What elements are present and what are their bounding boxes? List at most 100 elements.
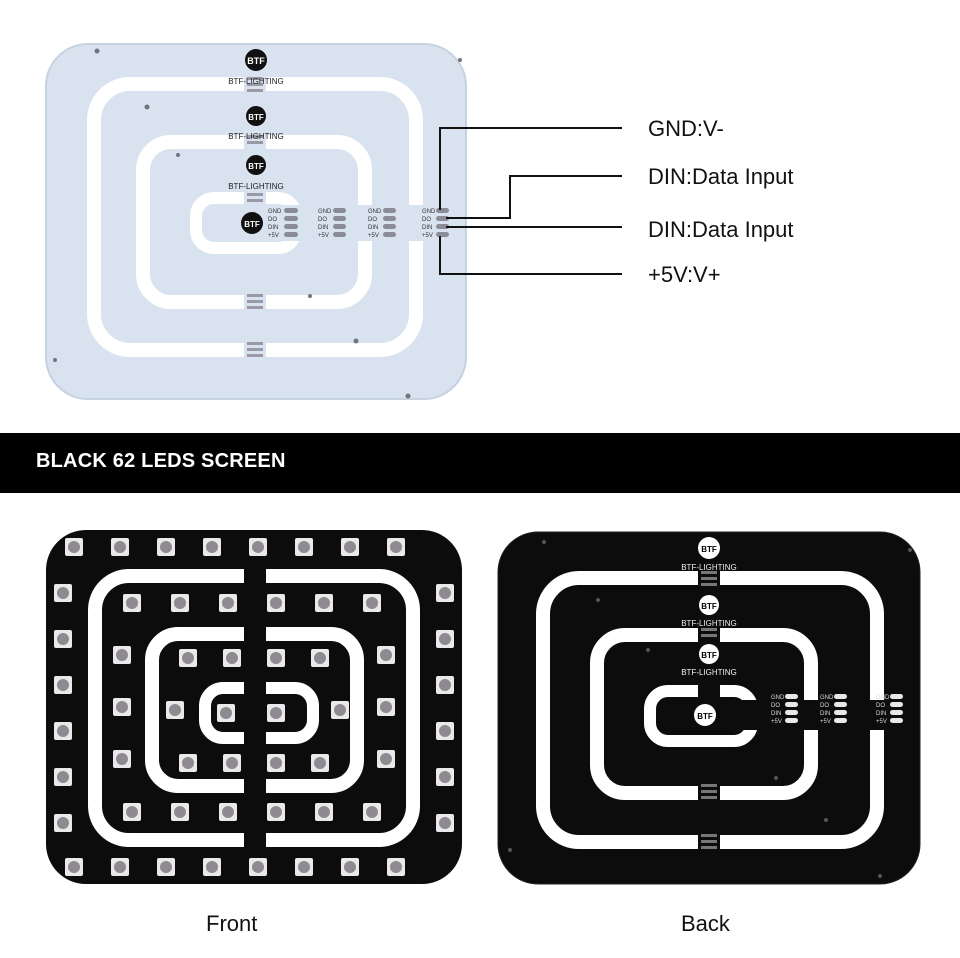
svg-text:GND: GND	[876, 695, 890, 701]
svg-text:+5V: +5V	[422, 233, 433, 239]
led-15	[387, 858, 405, 876]
led-20	[54, 676, 72, 694]
brand-text-1: BTF-LIGHTING	[228, 77, 284, 86]
led-56	[217, 704, 235, 722]
led-50	[179, 754, 197, 772]
led-55	[331, 701, 349, 719]
led-35	[171, 803, 189, 821]
back-brand-logo-2: BTF	[699, 595, 719, 615]
svg-text:BTF: BTF	[701, 602, 717, 611]
svg-text:DIN: DIN	[268, 225, 278, 231]
svg-text:DO: DO	[771, 703, 780, 709]
svg-text:+5V: +5V	[820, 719, 831, 725]
led-17	[436, 584, 454, 602]
led-16	[54, 584, 72, 602]
led-34	[123, 803, 141, 821]
svg-text:BTF: BTF	[697, 712, 713, 721]
led-52	[267, 754, 285, 772]
svg-text:+5V: +5V	[876, 719, 887, 725]
svg-text:BTF: BTF	[248, 162, 264, 171]
svg-text:DO: DO	[422, 217, 431, 223]
back-pin-group-middle: GND DO DIN +5V	[820, 694, 847, 725]
led-57	[267, 704, 285, 722]
back-brand-text-2: BTF-LIGHTING	[681, 619, 737, 628]
led-9	[111, 858, 129, 876]
led-26	[54, 814, 72, 832]
back-brand-logo-4: BTF	[694, 704, 716, 726]
back-pin-group-edge: GND DO DIN +5V	[876, 694, 903, 725]
svg-text:BTF: BTF	[701, 651, 717, 660]
brand-logo-2: BTF	[246, 106, 266, 126]
back-brand-logo-3: BTF	[699, 644, 719, 664]
svg-text:DO: DO	[820, 703, 829, 709]
led-37	[267, 803, 285, 821]
led-33	[363, 594, 381, 612]
led-6	[341, 538, 359, 556]
brand-logo-4: BTF	[241, 212, 263, 234]
led-47	[223, 649, 241, 667]
led-19	[436, 630, 454, 648]
callout-lines	[439, 127, 622, 275]
led-18	[54, 630, 72, 648]
back-brand-text-3: BTF-LIGHTING	[681, 668, 737, 677]
front-pcb-board	[46, 530, 462, 884]
led-14	[341, 858, 359, 876]
callout-vcc: +5V:V+	[648, 262, 721, 287]
svg-text:+5V: +5V	[368, 233, 379, 239]
svg-text:DIN: DIN	[820, 711, 830, 717]
led-46	[179, 649, 197, 667]
svg-text:GND: GND	[318, 209, 332, 215]
led-29	[171, 594, 189, 612]
brand-logo-1: BTF	[245, 49, 267, 71]
caption-back: Back	[681, 911, 730, 936]
led-54	[166, 701, 184, 719]
black-pcb-back: BTF BTF BTF BTF BTF-LIGHTING BTF-LIGHTIN…	[497, 531, 921, 885]
svg-text:BTF: BTF	[247, 56, 265, 66]
svg-text:DO: DO	[268, 217, 277, 223]
led-27	[436, 814, 454, 832]
white-pin-group-middle: GND DO DIN +5V	[318, 208, 346, 239]
led-21	[436, 676, 454, 694]
led-53	[311, 754, 329, 772]
svg-text:GND: GND	[268, 209, 282, 215]
led-48	[267, 649, 285, 667]
led-24	[54, 768, 72, 786]
led-5	[295, 538, 313, 556]
led-28	[123, 594, 141, 612]
svg-text:BTF: BTF	[248, 113, 264, 122]
svg-text:GND: GND	[422, 209, 436, 215]
led-44	[113, 750, 131, 768]
svg-text:GND: GND	[368, 209, 382, 215]
led-38	[315, 803, 333, 821]
white-pin-group-outer: GND DO DIN +5V	[368, 208, 396, 239]
led-31	[267, 594, 285, 612]
svg-text:+5V: +5V	[268, 233, 279, 239]
svg-text:BTF: BTF	[244, 220, 260, 229]
caption-front: Front	[206, 911, 258, 936]
white-pin-group-inner: GND DO DIN +5V	[268, 208, 298, 239]
back-brand-text-1: BTF-LIGHTING	[681, 563, 737, 572]
back-pin-group-inner: GND DO DIN +5V	[771, 694, 798, 725]
led-45	[377, 750, 395, 768]
led-1	[111, 538, 129, 556]
black-pcb-front	[46, 530, 462, 884]
led-49	[311, 649, 329, 667]
led-4	[249, 538, 267, 556]
svg-text:DIN: DIN	[422, 225, 432, 231]
back-brand-logo-1: BTF	[698, 537, 720, 559]
brand-logo-3: BTF	[246, 155, 266, 175]
led-30	[219, 594, 237, 612]
led-12	[249, 858, 267, 876]
front-led-array	[54, 538, 454, 876]
svg-text:+5V: +5V	[771, 719, 782, 725]
led-0	[65, 538, 83, 556]
led-7	[387, 538, 405, 556]
brand-text-2: BTF-LIGHTING	[228, 132, 284, 141]
svg-text:GND: GND	[771, 695, 785, 701]
white-pcb-back: BTF BTF BTF BTF BTF-LIGHTING BTF-LIGHTIN…	[45, 43, 622, 400]
svg-text:GND: GND	[820, 695, 834, 701]
svg-text:DIN: DIN	[876, 711, 886, 717]
white-pin-group-edge: GND DO DIN +5V	[422, 208, 449, 239]
brand-text-3: BTF-LIGHTING	[228, 182, 284, 191]
led-43	[377, 698, 395, 716]
